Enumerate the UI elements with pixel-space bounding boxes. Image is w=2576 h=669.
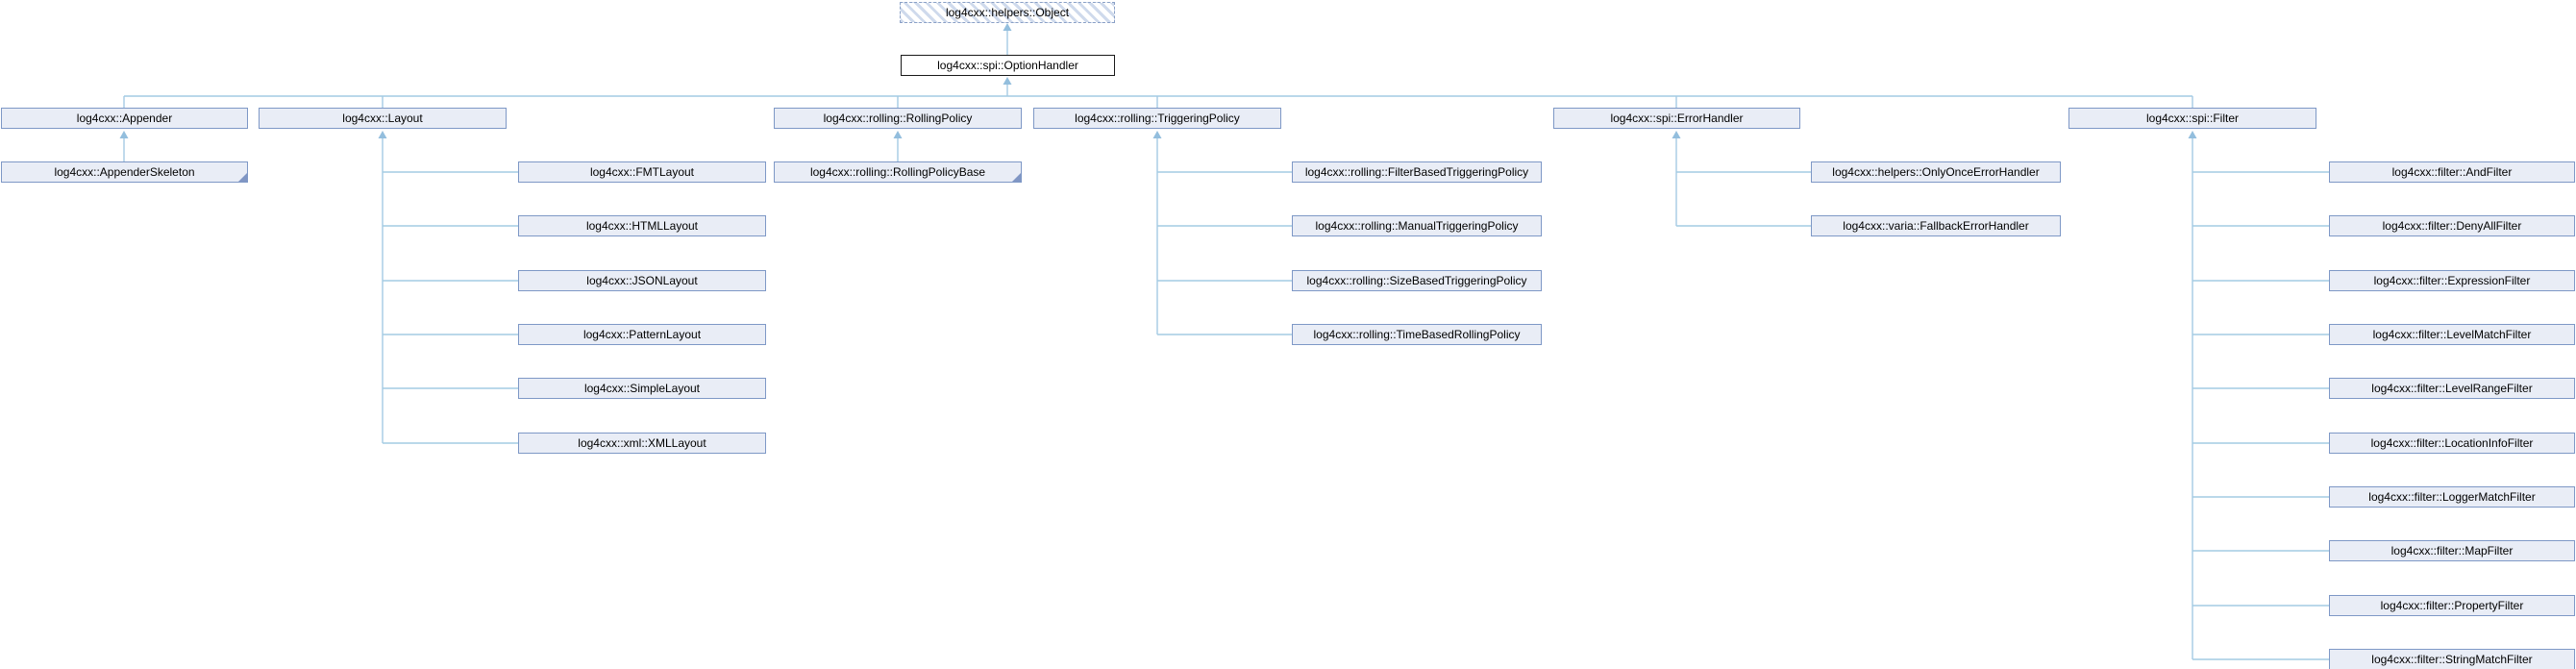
node-propertyfilter[interactable]: log4cxx::filter::PropertyFilter — [2329, 595, 2575, 616]
truncation-fold-icon — [1012, 173, 1021, 182]
arrowhead-icon — [1672, 131, 1681, 138]
node-appenderskeleton-label: log4cxx::AppenderSkeleton — [54, 165, 195, 179]
node-xml-xmllayout[interactable]: log4cxx::xml::XMLLayout — [518, 433, 766, 454]
node-simplelayout[interactable]: log4cxx::SimpleLayout — [518, 378, 766, 399]
node-manualtriggeringpolicy[interactable]: log4cxx::rolling::ManualTriggeringPolicy — [1292, 215, 1542, 236]
node-helpers-object[interactable]: log4cxx::helpers::Object — [900, 2, 1115, 23]
node-appenderskeleton[interactable]: log4cxx::AppenderSkeleton — [1, 161, 248, 183]
arrowhead-icon — [1003, 77, 1012, 85]
node-denyallfilter[interactable]: log4cxx::filter::DenyAllFilter — [2329, 215, 2575, 236]
node-fmtlayout[interactable]: log4cxx::FMTLayout — [518, 161, 766, 183]
node-expressionfilter[interactable]: log4cxx::filter::ExpressionFilter — [2329, 270, 2575, 291]
node-andfilter[interactable]: log4cxx::filter::AndFilter — [2329, 161, 2575, 183]
edge-appenderskeleton-to-appender — [119, 131, 129, 161]
node-patternlayout[interactable]: log4cxx::PatternLayout — [518, 324, 766, 345]
node-rollingpolicybase-label: log4cxx::rolling::RollingPolicyBase — [809, 165, 986, 179]
node-spi-errorhandler[interactable]: log4cxx::spi::ErrorHandler — [1553, 108, 1800, 129]
node-htmllayout[interactable]: log4cxx::HTMLLayout — [518, 215, 766, 236]
node-levelmatchfilter[interactable]: log4cxx::filter::LevelMatchFilter — [2329, 324, 2575, 345]
node-levelrangefilter[interactable]: log4cxx::filter::LevelRangeFilter — [2329, 378, 2575, 399]
edge-filters-to-filter — [2188, 131, 2329, 660]
node-layout[interactable]: log4cxx::Layout — [259, 108, 507, 129]
node-spi-optionhandler[interactable]: log4cxx::spi::OptionHandler — [901, 55, 1115, 76]
node-rolling-rollingpolicy[interactable]: log4cxx::rolling::RollingPolicy — [774, 108, 1022, 129]
node-loggermatchfilter[interactable]: log4cxx::filter::LoggerMatchFilter — [2329, 486, 2575, 508]
node-rolling-triggeringpolicy[interactable]: log4cxx::rolling::TriggeringPolicy — [1033, 108, 1281, 129]
node-spi-filter[interactable]: log4cxx::spi::Filter — [2068, 108, 2316, 129]
node-locationinfofilter[interactable]: log4cxx::filter::LocationInfoFilter — [2329, 433, 2575, 454]
arrowhead-icon — [893, 131, 903, 138]
arrowhead-icon — [2188, 131, 2197, 138]
truncation-fold-icon — [238, 173, 247, 182]
node-jsonlayout[interactable]: log4cxx::JSONLayout — [518, 270, 766, 291]
node-mapfilter[interactable]: log4cxx::filter::MapFilter — [2329, 540, 2575, 561]
arrowhead-icon — [119, 131, 129, 138]
node-timebasedrollingpolicy[interactable]: log4cxx::rolling::TimeBasedRollingPolicy — [1292, 324, 1542, 345]
node-filterbasedtriggeringpolicy[interactable]: log4cxx::rolling::FilterBasedTriggeringP… — [1292, 161, 1542, 183]
node-fallbackerrorhandler[interactable]: log4cxx::varia::FallbackErrorHandler — [1811, 215, 2061, 236]
edge-rollingpolicybase-to-rollingpolicy — [893, 131, 903, 161]
edge-bus-to-optionhandler — [123, 77, 2193, 108]
edge-errorhandlers-to-errorhandler — [1672, 131, 1811, 227]
node-rollingpolicybase[interactable]: log4cxx::rolling::RollingPolicyBase — [774, 161, 1022, 183]
node-sizebasedtriggeringpolicy[interactable]: log4cxx::rolling::SizeBasedTriggeringPol… — [1292, 270, 1542, 291]
edge-layouts-to-layout — [378, 131, 518, 444]
node-stringmatchfilter[interactable]: log4cxx::filter::StringMatchFilter — [2329, 649, 2575, 669]
node-appender[interactable]: log4cxx::Appender — [1, 108, 248, 129]
arrowhead-icon — [1003, 23, 1012, 31]
arrowhead-icon — [378, 131, 387, 138]
edge-optionhandler-to-object — [1003, 23, 1012, 55]
arrowhead-icon — [1152, 131, 1162, 138]
edge-triggeringpolicies-to-triggeringpolicy — [1152, 131, 1292, 335]
node-onlyonceerrorhandler[interactable]: log4cxx::helpers::OnlyOnceErrorHandler — [1811, 161, 2061, 183]
